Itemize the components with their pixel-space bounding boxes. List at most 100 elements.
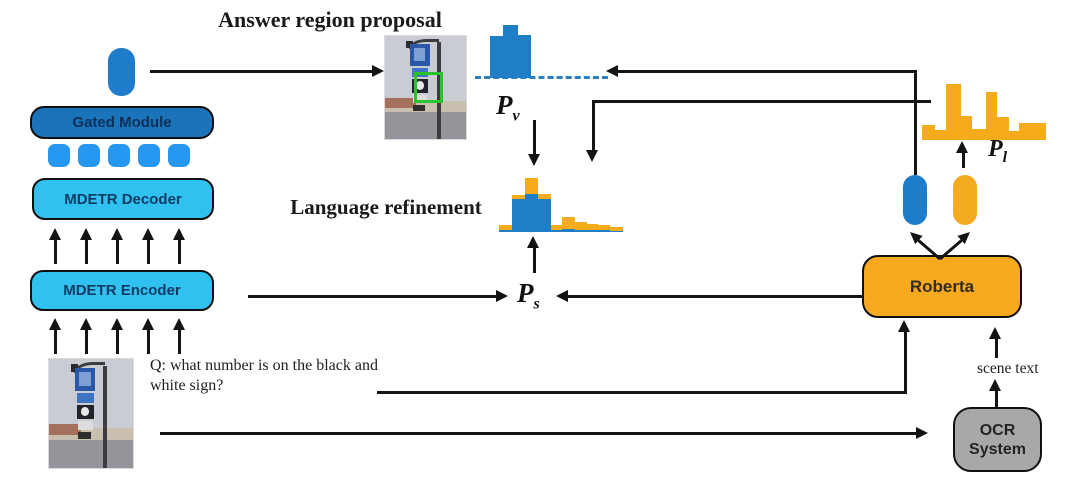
question-to-roberta-arrowhead <box>898 320 910 332</box>
ps-bar <box>525 178 538 232</box>
photo-black-white-sign <box>76 404 94 419</box>
roberta-to-ps-line <box>568 295 862 298</box>
token-to-pl-line <box>962 153 965 168</box>
token-to-refinement-line <box>592 100 931 103</box>
question-line-1: Q: what number is on the black and <box>150 357 378 374</box>
question-to-roberta-line <box>377 391 907 394</box>
refined-distribution-chart <box>499 178 623 232</box>
photo-arrow-sign <box>78 432 91 439</box>
visual-token-up-line <box>914 70 917 175</box>
decoder-token-square <box>78 144 100 167</box>
gated-module-box: Gated Module <box>30 106 214 139</box>
query-to-proposal-line <box>150 70 374 73</box>
token-to-pv-arrowhead <box>606 65 618 77</box>
token-to-pl-arrowhead <box>956 141 968 153</box>
photo-lamp-pole <box>102 365 107 468</box>
photo-white-sign <box>77 421 93 430</box>
decoder-token-square <box>168 144 190 167</box>
roberta-label: Roberta <box>909 276 975 296</box>
answer-region-proposal-title: Answer region proposal <box>218 7 442 32</box>
photo-small-blue-sign <box>76 392 94 403</box>
question-line-2: white sign? <box>150 377 224 394</box>
photo-lamp-head <box>70 364 78 373</box>
pl-bar-chart <box>922 84 1046 140</box>
photo-road <box>49 439 133 468</box>
photo-blue-sign <box>410 44 430 66</box>
query-token-pill <box>108 48 135 96</box>
ps-to-refinement-arrowhead <box>527 236 539 248</box>
query-to-proposal-arrowhead <box>372 65 384 77</box>
token-to-refinement-drop <box>592 100 595 152</box>
language-refinement-title: Language refinement <box>290 195 482 219</box>
mdetr-decoder-box: MDETR Decoder <box>32 178 214 220</box>
token-to-pv-line <box>618 70 917 73</box>
ocr-to-scenetext-arrowhead <box>989 379 1001 391</box>
pv-bar <box>503 25 518 78</box>
decoder-token-square <box>108 144 130 167</box>
ps-bar <box>538 194 551 232</box>
gated-module-label: Gated Module <box>72 114 172 131</box>
photo-building <box>49 424 81 436</box>
pv-bar-chart <box>490 25 531 78</box>
photo-building <box>385 97 416 109</box>
scenetext-to-roberta-line <box>995 337 998 358</box>
pv-to-refinement-arrowhead <box>528 154 540 166</box>
input-scene-photo <box>48 358 134 469</box>
ocr-label-line1: OCR <box>979 421 1016 439</box>
token-to-refinement-arrowhead <box>586 150 598 162</box>
answer-region-photo <box>384 35 467 140</box>
encoder-to-ps-arrowhead <box>496 290 508 302</box>
ps-bar <box>598 225 610 232</box>
roberta-box: Roberta <box>862 255 1022 318</box>
question-to-roberta-rise <box>904 330 907 394</box>
pv-bar <box>490 36 503 78</box>
photo-arrow-sign <box>413 105 426 112</box>
scene-text-label: scene text <box>977 360 1039 377</box>
scenetext-to-roberta-arrowhead <box>989 327 1001 339</box>
image-to-ocr-line <box>160 432 918 435</box>
pl-bar <box>946 84 961 140</box>
pv-bar <box>518 35 531 78</box>
pl-bar <box>1009 131 1019 140</box>
photo-lamp-pole <box>436 42 441 139</box>
ocr-to-scenetext-line <box>995 389 998 407</box>
decoder-token-square <box>48 144 70 167</box>
pl-bar <box>986 92 997 140</box>
pv-to-refinement-line <box>533 120 536 156</box>
mdetr-encoder-label: MDETR Encoder <box>63 282 181 299</box>
photo-white-sign <box>412 94 428 103</box>
photo-horizon <box>49 427 133 440</box>
ps-bar <box>587 224 598 232</box>
pv-label: Pv <box>496 90 520 125</box>
pl-bar <box>972 129 986 140</box>
roberta-to-ps-arrowhead <box>556 290 568 302</box>
ps-to-refinement-line <box>533 246 536 273</box>
visual-output-token-pill <box>903 175 927 225</box>
language-output-token-pill <box>953 175 977 225</box>
pl-bar <box>961 116 972 140</box>
pv-chart-baseline <box>475 76 608 79</box>
question-text: Q: what number is on the black and white… <box>150 356 412 396</box>
answer-region-bounding-box <box>414 72 443 103</box>
roberta-to-tokens-arrows <box>910 232 970 260</box>
pl-bar <box>935 130 946 140</box>
ps-bar <box>551 225 562 232</box>
ps-bar <box>562 217 575 232</box>
ocr-system-box: OCR System <box>953 407 1042 472</box>
photo-road <box>385 112 466 139</box>
ps-bar <box>512 195 525 232</box>
ps-bar <box>499 225 512 232</box>
pl-label: Pl <box>988 136 1008 166</box>
mdetr-decoder-label: MDETR Decoder <box>64 190 182 208</box>
ps-bar <box>610 227 623 232</box>
ps-label: Ps <box>517 278 540 313</box>
mdetr-encoder-box: MDETR Encoder <box>30 270 214 311</box>
decoder-token-square <box>138 144 160 167</box>
photo-blue-sign <box>75 367 96 391</box>
pl-bar <box>922 125 935 140</box>
encoder-to-ps-line <box>248 295 497 298</box>
pl-bar <box>1019 123 1046 140</box>
ocr-label-line2: System <box>969 440 1026 458</box>
ps-bar <box>575 222 587 232</box>
